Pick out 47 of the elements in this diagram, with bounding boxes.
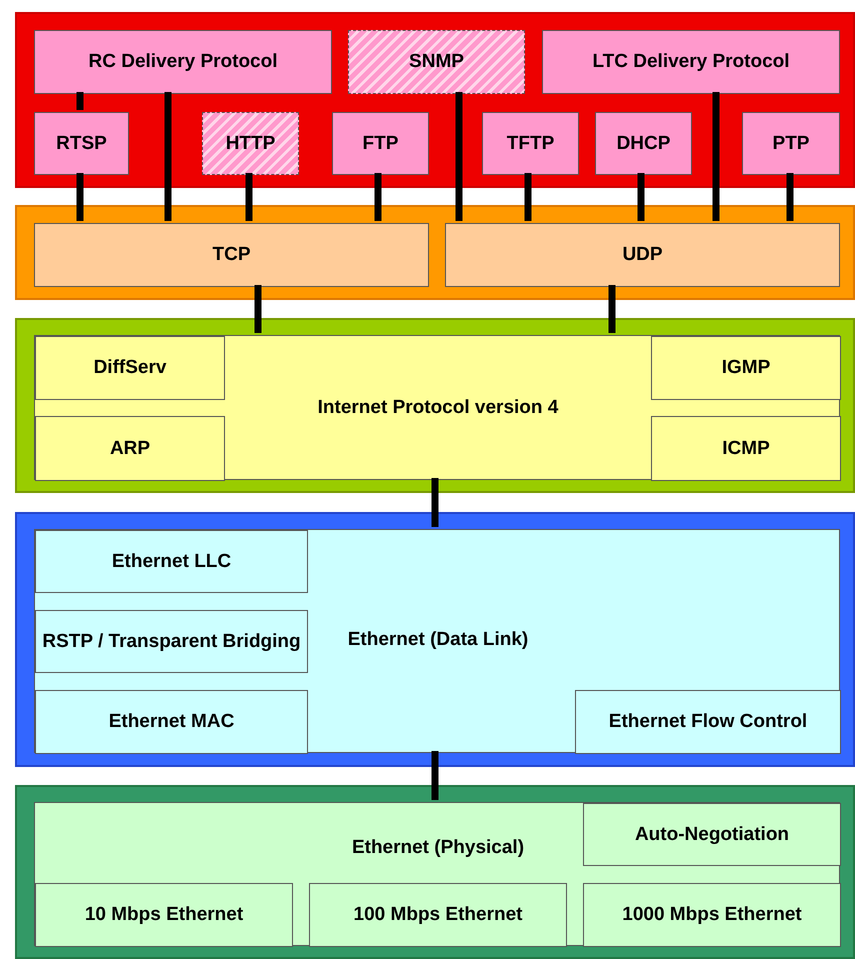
connector-line	[786, 173, 794, 221]
connector-line	[254, 285, 262, 333]
layer-band	[15, 785, 855, 959]
protocol-box: DiffServ	[35, 336, 225, 400]
connector-line	[456, 92, 462, 221]
protocol-box: RSTP / Transparent Bridging	[35, 610, 308, 673]
protocol-box: IGMP	[651, 336, 841, 400]
protocol-box: LTC Delivery Protocol	[542, 30, 840, 94]
connector-line	[432, 751, 438, 800]
protocol-box: SNMP	[348, 30, 525, 94]
connector-line	[164, 92, 172, 221]
layer-panel	[34, 529, 840, 753]
protocol-box: RTSP	[34, 112, 129, 175]
layer-band	[15, 512, 855, 767]
protocol-box: HTTP	[202, 112, 299, 175]
protocol-box: 10 Mbps Ethernet	[35, 883, 293, 947]
protocol-box: DHCP	[595, 112, 692, 175]
layer-band	[15, 318, 855, 493]
protocol-box: 1000 Mbps Ethernet	[583, 883, 841, 947]
connector-line	[246, 173, 252, 221]
protocol-box: Ethernet Flow Control	[575, 690, 841, 754]
layer-panel	[34, 335, 840, 480]
protocol-box: FTP	[332, 112, 429, 175]
connector-line	[524, 173, 532, 221]
protocol-box: RC Delivery Protocol	[34, 30, 332, 94]
layer-name: Ethernet (Physical)	[350, 837, 526, 859]
connector-line	[432, 478, 438, 527]
protocol-box: Auto-Negotiation	[583, 803, 841, 866]
protocol-box: PTP	[742, 112, 840, 175]
connector-line	[76, 173, 84, 221]
protocol-box: Ethernet MAC	[35, 690, 308, 754]
protocol-box: ICMP	[651, 416, 841, 481]
connector-line	[638, 173, 644, 221]
connector-line	[76, 92, 84, 110]
protocol-box: Ethernet LLC	[35, 530, 308, 593]
protocol-box: ARP	[35, 416, 225, 481]
connector-line	[374, 173, 382, 221]
protocol-box: UDP	[445, 223, 840, 287]
layer-band	[15, 205, 855, 300]
connector-line	[608, 285, 616, 333]
layer-band	[15, 12, 855, 188]
layer-name: Internet Protocol version 4	[316, 397, 560, 419]
layer-panel	[34, 802, 840, 946]
protocol-box: 100 Mbps Ethernet	[309, 883, 567, 947]
protocol-box: TCP	[34, 223, 429, 287]
protocol-box: TFTP	[482, 112, 579, 175]
connector-line	[712, 92, 720, 221]
